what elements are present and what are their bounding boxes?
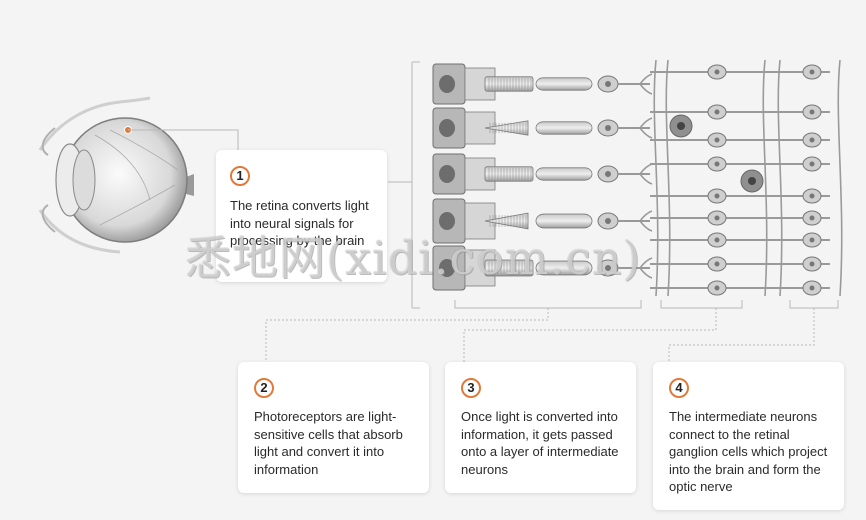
info-card-3: 3 Once light is converted into informati…: [445, 362, 636, 493]
card-3-text: Once light is converted into information…: [461, 409, 619, 477]
photoreceptor-row: [432, 107, 653, 149]
info-card-4: 4 The intermediate neurons connect to th…: [653, 362, 844, 510]
card-2-text: Photoreceptors are light-sensitive cells…: [254, 409, 403, 477]
photoreceptor-row: [432, 63, 653, 105]
step-number-1: 1: [230, 166, 250, 186]
card-4-text: The intermediate neurons connect to the …: [669, 409, 828, 494]
info-card-2: 2 Photoreceptors are light-sensitive cel…: [238, 362, 429, 493]
watermark: 悉地网(xidi.com.cn): [185, 231, 642, 285]
info-card-1: 1 The retina converts light into neural …: [216, 150, 387, 282]
photoreceptor-cells: [432, 63, 653, 291]
step-number-3: 3: [461, 378, 481, 398]
connector-lines: [128, 61, 839, 362]
neuron-network: [650, 59, 843, 297]
card-1-text: The retina converts light into neural si…: [230, 198, 369, 248]
eye-illustration: [38, 96, 194, 254]
photoreceptor-row: [432, 153, 653, 195]
photoreceptor-row: [432, 198, 653, 244]
step-number-2: 2: [254, 378, 274, 398]
step-number-4: 4: [669, 378, 689, 398]
photoreceptor-row: [432, 245, 653, 291]
